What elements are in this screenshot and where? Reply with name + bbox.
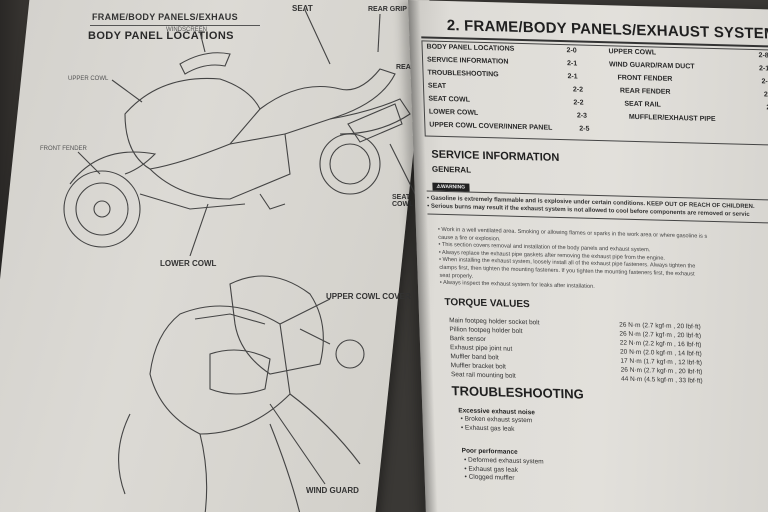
front-wheel — [63, 170, 141, 248]
general-heading: GENERAL — [431, 164, 472, 175]
seat-shape — [259, 68, 396, 135]
wind-guard-shape — [229, 275, 324, 375]
muffler-shape — [347, 103, 403, 143]
lower-cowl-shape — [149, 133, 291, 200]
windscreen-shape — [179, 52, 231, 75]
rear-wheel — [319, 133, 381, 195]
mirror-shape — [335, 339, 365, 369]
torque-heading: TORQUE VALUES — [444, 296, 530, 311]
label-seat: SEAT — [292, 4, 313, 13]
label-rear-grip: REAR GRIP — [368, 6, 407, 13]
label-front-fender: FRONT FENDER — [40, 146, 87, 152]
label-upper-cowl: UPPER COWL — [68, 76, 109, 82]
label-lower-cowl: LOWER COWL — [160, 259, 217, 268]
upper-cowl-shape — [124, 77, 261, 170]
front-fender-shape — [69, 151, 157, 185]
service-info-list: • Work in a well ventilated area. Smokin… — [438, 227, 768, 297]
troubleshooting-heading: TROUBLESHOOTING — [451, 383, 585, 402]
excessive-noise-list: • Broken exhaust system • Exhaust gas le… — [460, 415, 532, 434]
label-wind-guard: WIND GUARD — [306, 486, 359, 495]
left-page: FRAME/BODY PANELS/EXHAUS BODY PANEL LOCA… — [0, 0, 430, 512]
poor-performance-list: • Deformed exhaust system • Exhaust gas … — [464, 456, 544, 484]
toc-item[interactable]: MUFFLER/EXHAUST PIPE2-21 — [628, 113, 716, 124]
motorcycle-diagram — [63, 9, 416, 512]
right-page: 2. FRAME/BODY PANELS/EXHAUST SYSTEM BODY… — [408, 0, 768, 512]
label-upper-cowl-cover: UPPER COWL COVER — [326, 292, 411, 301]
service-info-heading: SERVICE INFORMATION — [431, 148, 560, 164]
label-windscreen: WINDSCREEN — [166, 27, 208, 33]
upper-cowl-front-shape — [149, 305, 291, 435]
trouble-item: • Clogged muffler — [464, 473, 515, 482]
warning-box: • Gasoline is extremely flammable and is… — [426, 190, 768, 224]
poor-performance-heading: Poor performance — [461, 447, 518, 456]
